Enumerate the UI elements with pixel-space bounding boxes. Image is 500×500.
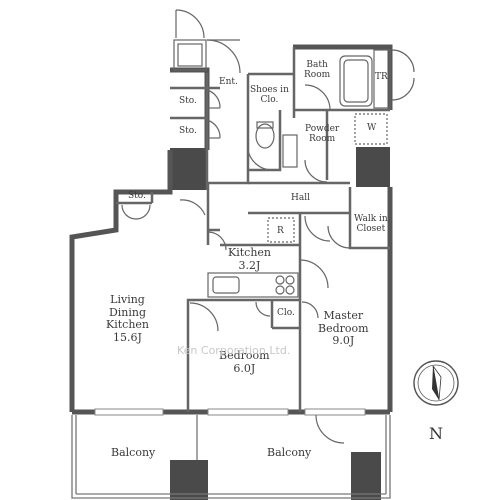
compass-north-label: N bbox=[429, 424, 443, 443]
structural-columns bbox=[170, 147, 390, 500]
label-storage-living: Sto. bbox=[128, 191, 146, 201]
label-balcony-right: Balcony bbox=[267, 446, 312, 459]
label-walk-in-closet: Walk in Closet bbox=[354, 214, 388, 235]
label-master-bedroom: Master Bedroom 9.0J bbox=[318, 309, 369, 348]
kitchen-counter bbox=[207, 272, 299, 298]
label-trunk-room: TR bbox=[375, 72, 388, 82]
label-powder-room: Powder Room bbox=[305, 124, 340, 145]
window-master bbox=[304, 408, 366, 416]
label-living-dining-kitchen: Living Dining Kitchen 15.6J bbox=[106, 293, 149, 344]
window-living bbox=[94, 408, 164, 416]
vanity bbox=[282, 134, 298, 168]
column-entrance bbox=[170, 148, 208, 190]
doors bbox=[121, 9, 415, 444]
label-storage-upper: Sto. bbox=[179, 96, 197, 106]
label-kitchen: Kitchen 3.2J bbox=[228, 246, 271, 272]
label-entrance: Ent. bbox=[219, 77, 238, 87]
window-bedroom bbox=[207, 408, 289, 416]
label-refrigerator: R bbox=[277, 226, 284, 236]
label-hall: Hall bbox=[291, 193, 310, 203]
label-closet: Clo. bbox=[277, 308, 295, 318]
column-washroom bbox=[356, 147, 390, 187]
compass-icon bbox=[413, 360, 459, 406]
trunk-room bbox=[373, 49, 391, 109]
washer bbox=[354, 113, 388, 145]
column-balcony-left bbox=[170, 460, 208, 500]
column-balcony-right bbox=[351, 452, 381, 500]
label-bedroom: Bedroom 6.0J bbox=[219, 349, 270, 375]
bathtub bbox=[339, 55, 373, 107]
kitchen-sink bbox=[212, 276, 240, 294]
toilet bbox=[255, 123, 275, 149]
windows bbox=[94, 408, 366, 416]
balcony bbox=[71, 415, 391, 499]
refrigerator bbox=[267, 217, 295, 243]
fixtures bbox=[173, 39, 391, 298]
utility-box bbox=[173, 39, 207, 71]
watermark: Ken Corporation Ltd. bbox=[177, 344, 291, 357]
label-shoes-closet: Shoes in Clo. bbox=[250, 85, 289, 106]
label-storage-lower: Sto. bbox=[179, 126, 197, 136]
label-washer: W bbox=[367, 123, 377, 133]
label-balcony-left: Balcony bbox=[111, 446, 156, 459]
label-bath-room: Bath Room bbox=[304, 60, 331, 81]
